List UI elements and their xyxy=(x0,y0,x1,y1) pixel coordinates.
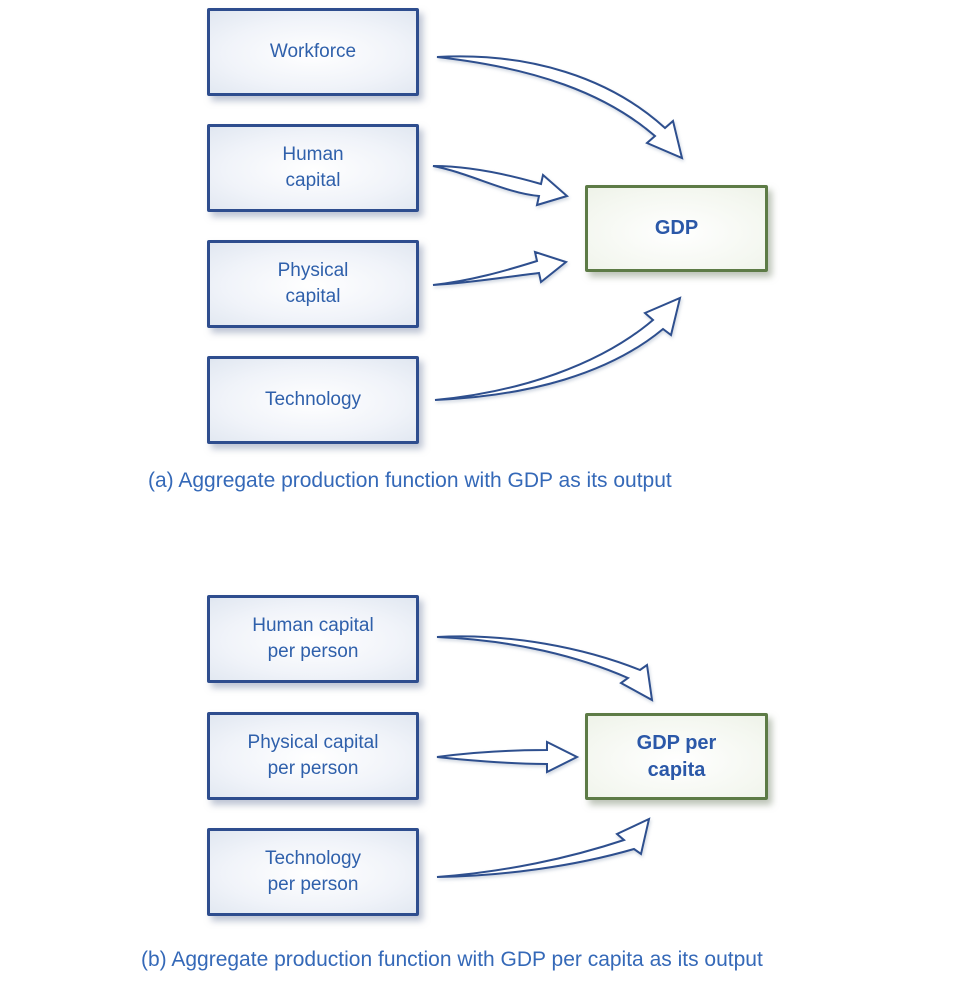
box-workforce: Workforce xyxy=(207,8,419,96)
box-human-capital-per-person: Human capital per person xyxy=(207,595,419,683)
arrow-physical-capital-pp-to-gdp-pc xyxy=(436,740,580,774)
arrow-workforce-to-gdp xyxy=(436,55,684,160)
box-gdp-label: GDP xyxy=(654,217,699,239)
box-workforce-label: Workforce xyxy=(269,41,357,63)
box-human-capital-label: Human capital xyxy=(282,144,344,191)
arrow-physical-capital-to-gdp xyxy=(432,250,569,286)
box-technology-per-person-label: Technology per person xyxy=(264,848,362,895)
caption-panel-a: (a) Aggregate production function with G… xyxy=(148,469,672,492)
box-gdp: GDP xyxy=(585,185,768,272)
box-human-capital-per-person-label: Human capital per person xyxy=(252,615,374,662)
box-physical-capital-per-person-label: Physical capital per person xyxy=(247,732,379,779)
arrow-human-capital-pp-to-gdp-pc xyxy=(436,635,654,702)
box-technology: Technology xyxy=(207,356,419,444)
box-physical-capital-per-person: Physical capital per person xyxy=(207,712,419,800)
arrow-human-capital-to-gdp xyxy=(432,165,570,207)
box-technology-per-person: Technology per person xyxy=(207,828,419,916)
caption-panel-b: (b) Aggregate production function with G… xyxy=(141,948,763,971)
arrow-technology-pp-to-gdp-pc xyxy=(436,817,651,878)
box-physical-capital: Physical capital xyxy=(207,240,419,328)
box-gdp-per-capita: GDP per capita xyxy=(585,713,768,800)
box-technology-label: Technology xyxy=(264,389,362,411)
box-physical-capital-label: Physical capital xyxy=(277,260,349,307)
box-gdp-per-capita-label: GDP per capita xyxy=(636,731,717,781)
arrow-technology-to-gdp xyxy=(434,296,682,401)
box-human-capital: Human capital xyxy=(207,124,419,212)
